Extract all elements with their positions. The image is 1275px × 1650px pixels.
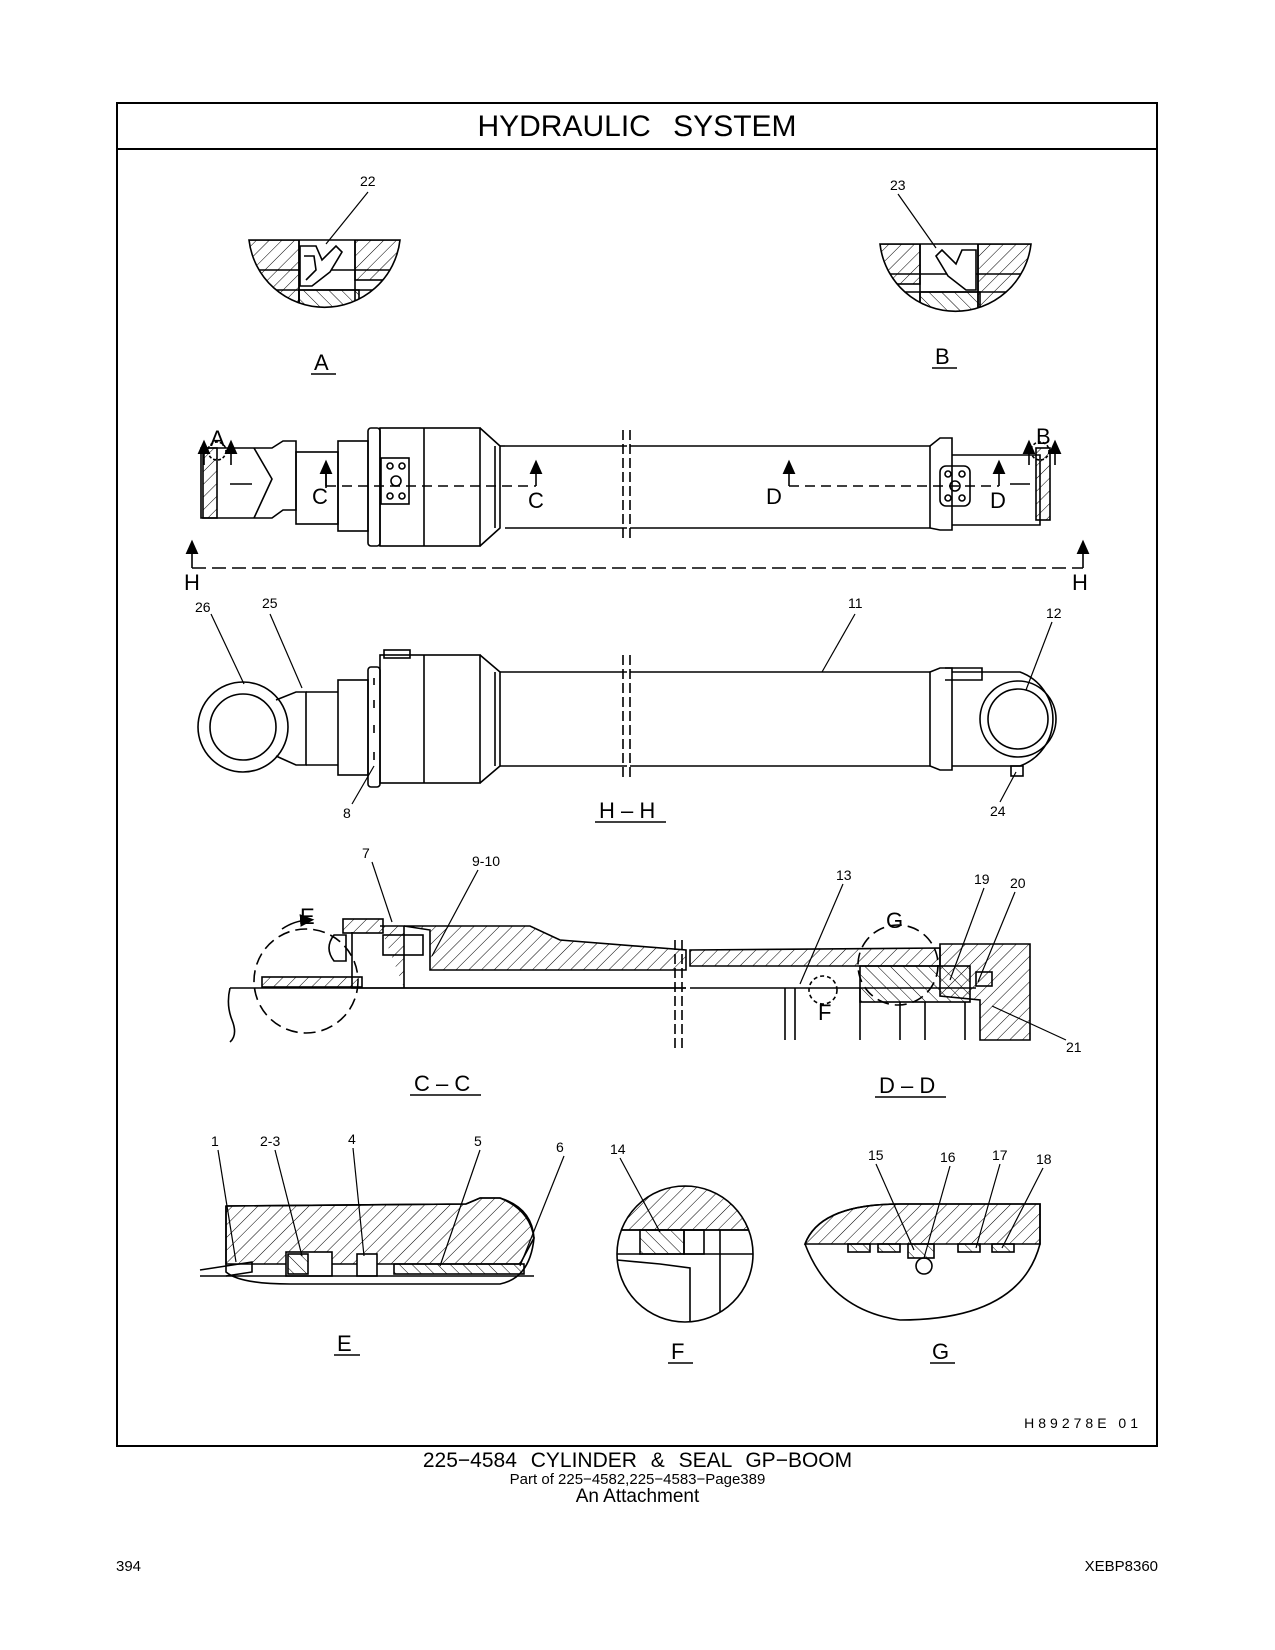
callout-19: 19	[974, 871, 990, 887]
marker-h-right: H	[1072, 570, 1088, 595]
callout-25: 25	[262, 595, 278, 611]
diagram-frame: HYDRAULIC SYSTEM H89278E 01	[116, 102, 1158, 1447]
marker-f: F	[818, 1000, 831, 1025]
doc-id: XEBP8360	[1084, 1558, 1158, 1575]
callout-18: 18	[1036, 1151, 1052, 1167]
callout-13: 13	[836, 867, 852, 883]
callout-23: 23	[890, 177, 906, 193]
callout-20: 20	[1010, 875, 1026, 891]
cylinder-section-dd	[689, 924, 1031, 1041]
view-label-dd: D – D	[879, 1073, 935, 1098]
callout-24: 24	[990, 803, 1006, 819]
callout-9-10: 9-10	[472, 853, 500, 869]
detail-view-e	[199, 1197, 535, 1285]
detail-view-b	[879, 243, 1032, 313]
page-number: 394	[116, 1558, 142, 1575]
marker-h-left: H	[184, 570, 200, 595]
cylinder-section-hh	[197, 649, 1057, 788]
callout-15: 15	[868, 1147, 884, 1163]
callout-14: 14	[610, 1141, 626, 1157]
callout-17: 17	[992, 1147, 1008, 1163]
marker-c-left: C	[312, 484, 328, 509]
callout-5: 5	[474, 1133, 482, 1149]
marker-g: G	[886, 908, 903, 933]
marker-c-right: C	[528, 488, 544, 513]
detail-view-f	[616, 1185, 754, 1323]
caption-sub2: An Attachment	[575, 1486, 700, 1507]
caption: 225−4584 CYLINDER & SEAL GP−BOOM Part of…	[0, 1449, 1275, 1507]
leader-lines	[210, 191, 1067, 1267]
callout-8: 8	[343, 805, 351, 821]
callout-1: 1	[211, 1133, 219, 1149]
marker-d-left: D	[766, 484, 782, 509]
callout-numbers: 22 23 26 25 11 12 8 24 7 9-10 13 19 20 2…	[195, 173, 1082, 1167]
callout-6: 6	[556, 1139, 564, 1155]
view-label-hh: H – H	[599, 798, 655, 823]
view-label-cc: C – C	[414, 1071, 470, 1096]
marker-b: B	[1036, 424, 1051, 449]
callout-16: 16	[940, 1149, 956, 1165]
callout-7: 7	[362, 845, 370, 861]
section-markers: A B C C D D H H E F G	[184, 424, 1088, 1025]
callout-11: 11	[848, 595, 863, 611]
drawing-id: H89278E 01	[1024, 1415, 1142, 1431]
callout-22: 22	[360, 173, 376, 189]
view-label-b: B	[935, 344, 950, 369]
callout-12: 12	[1046, 605, 1062, 621]
caption-sub: Part of 225−4582,225−4583−Page389	[509, 1471, 766, 1488]
view-label-e: E	[337, 1331, 352, 1356]
marker-d-right: D	[990, 488, 1006, 513]
cylinder-section-cc	[227, 914, 687, 1052]
caption-main: 225−4584 CYLINDER & SEAL GP−BOOM	[422, 1449, 853, 1472]
detail-view-a	[248, 239, 401, 309]
callout-4: 4	[348, 1131, 356, 1147]
view-labels: A B H – H C – C D – D E F G	[314, 344, 950, 1364]
marker-e: E	[300, 904, 315, 929]
detail-view-g	[803, 1203, 1041, 1321]
callout-26: 26	[195, 599, 211, 615]
callout-2-3: 2-3	[260, 1133, 280, 1149]
page-title: HYDRAULIC SYSTEM	[118, 104, 1156, 150]
marker-a: A	[210, 426, 225, 451]
cylinder-top-view	[185, 427, 1090, 569]
view-label-a: A	[314, 350, 329, 375]
view-label-f: F	[671, 1339, 684, 1364]
view-label-g: G	[932, 1339, 949, 1364]
callout-21: 21	[1066, 1039, 1082, 1055]
view-label-underlines	[311, 367, 957, 1364]
